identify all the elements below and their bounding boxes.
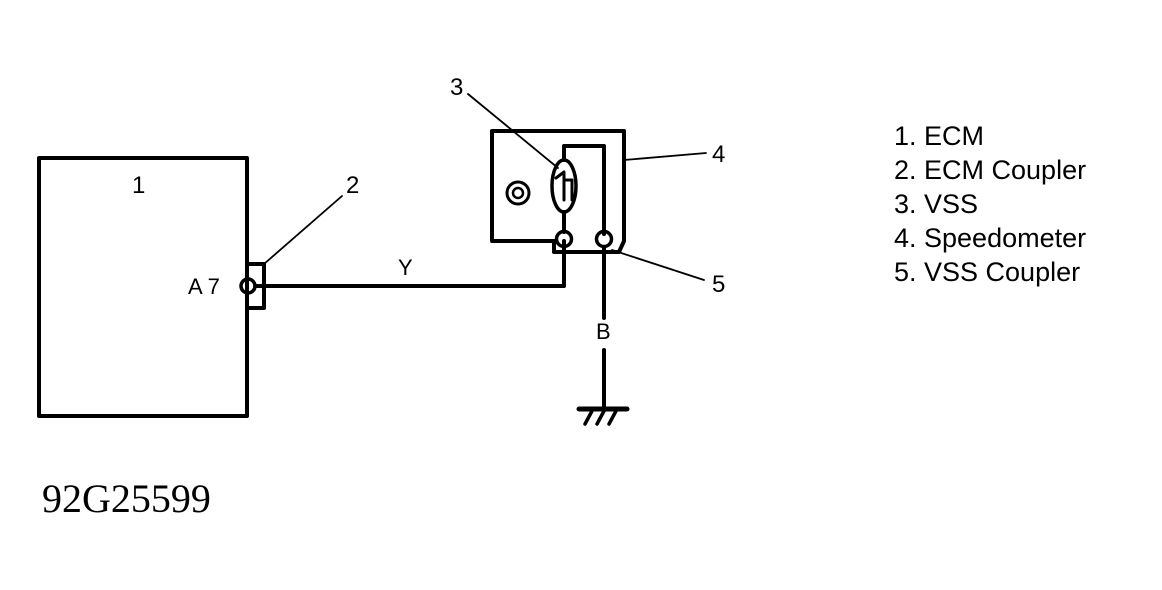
vss-coupler-terminal-signal [554, 229, 574, 249]
ground-symbol [576, 406, 630, 426]
ecm-box [37, 156, 249, 418]
signal-wire-color: Y [398, 255, 413, 280]
ground-wire-color: B [596, 319, 611, 344]
speedometer-face-inner [511, 186, 525, 200]
terminal-label: A 7 [188, 274, 220, 299]
legend-item: 4. Speedometer [894, 223, 1086, 253]
legend-item: 3. VSS [894, 189, 978, 219]
ecm-coupler-callout-number: 2 [346, 172, 359, 199]
vss-internal-wire [562, 144, 606, 236]
speedometer-leader [623, 152, 707, 161]
legend-item: 2. ECM Coupler [894, 155, 1086, 185]
speedometer-face-outer [505, 180, 531, 206]
vss-coupler-callout-number: 5 [712, 271, 725, 298]
legend-item: 1. ECM [894, 121, 984, 151]
legend-item: 5. VSS Coupler [894, 257, 1080, 287]
vss-sensor-contact [554, 170, 574, 202]
vss-callout-number: 3 [450, 74, 463, 101]
ecm-coupler-leader [263, 195, 343, 265]
vss-leader [467, 93, 559, 169]
vss-coupler-leader [611, 249, 705, 281]
ecm-callout-number: 1 [132, 172, 145, 199]
signal-wire [254, 239, 566, 288]
legend: 1. ECM 2. ECM Coupler 3. VSS 4. Speedome… [894, 121, 1086, 287]
speedometer-callout-number: 4 [712, 141, 725, 168]
figure-id: 92G25599 [42, 476, 211, 521]
speedometer-housing [490, 129, 626, 254]
